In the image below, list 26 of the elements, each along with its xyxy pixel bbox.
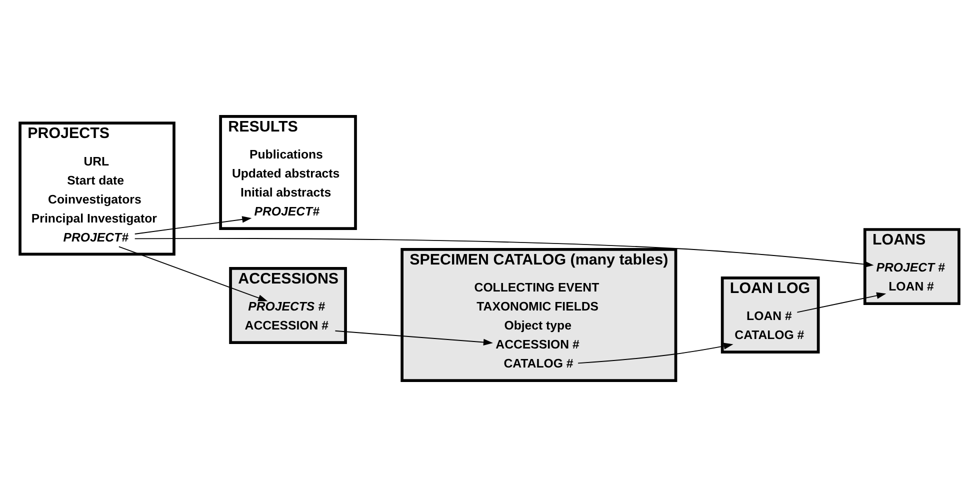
arrow (134, 237, 874, 268)
node-text: URL (84, 154, 110, 168)
node-text: PROJECT# (254, 204, 320, 218)
node-text: PROJECT # (876, 260, 945, 274)
node-text: COLLECTING EVENT (474, 280, 600, 294)
node-text: CATALOG # (734, 328, 804, 342)
arrow (118, 246, 268, 301)
arrow (578, 342, 734, 364)
node-text: PROJECTS # (248, 299, 325, 314)
node-text: Initial abstracts (240, 185, 332, 200)
node-text: Start date (67, 172, 124, 187)
arrow (334, 330, 493, 346)
node-text: ACCESSION # (244, 318, 328, 332)
node-text: Publications (250, 147, 323, 162)
node-text: CATALOG # (504, 356, 574, 370)
node-text: Updated abstracts (232, 166, 340, 180)
node-text: LOAN # (888, 279, 934, 294)
node-text: LOAN # (746, 308, 792, 323)
arrow (134, 216, 252, 234)
node-text: Coinvestigators (48, 192, 142, 206)
arrow (796, 292, 886, 312)
node-text: PROJECT# (63, 230, 128, 244)
node-text: Object type (504, 318, 572, 332)
node-text: ACCESSION # (496, 337, 580, 352)
node-text: TAXONOMIC FIELDS (476, 299, 599, 314)
node-text: Principal Investigator (31, 210, 157, 225)
